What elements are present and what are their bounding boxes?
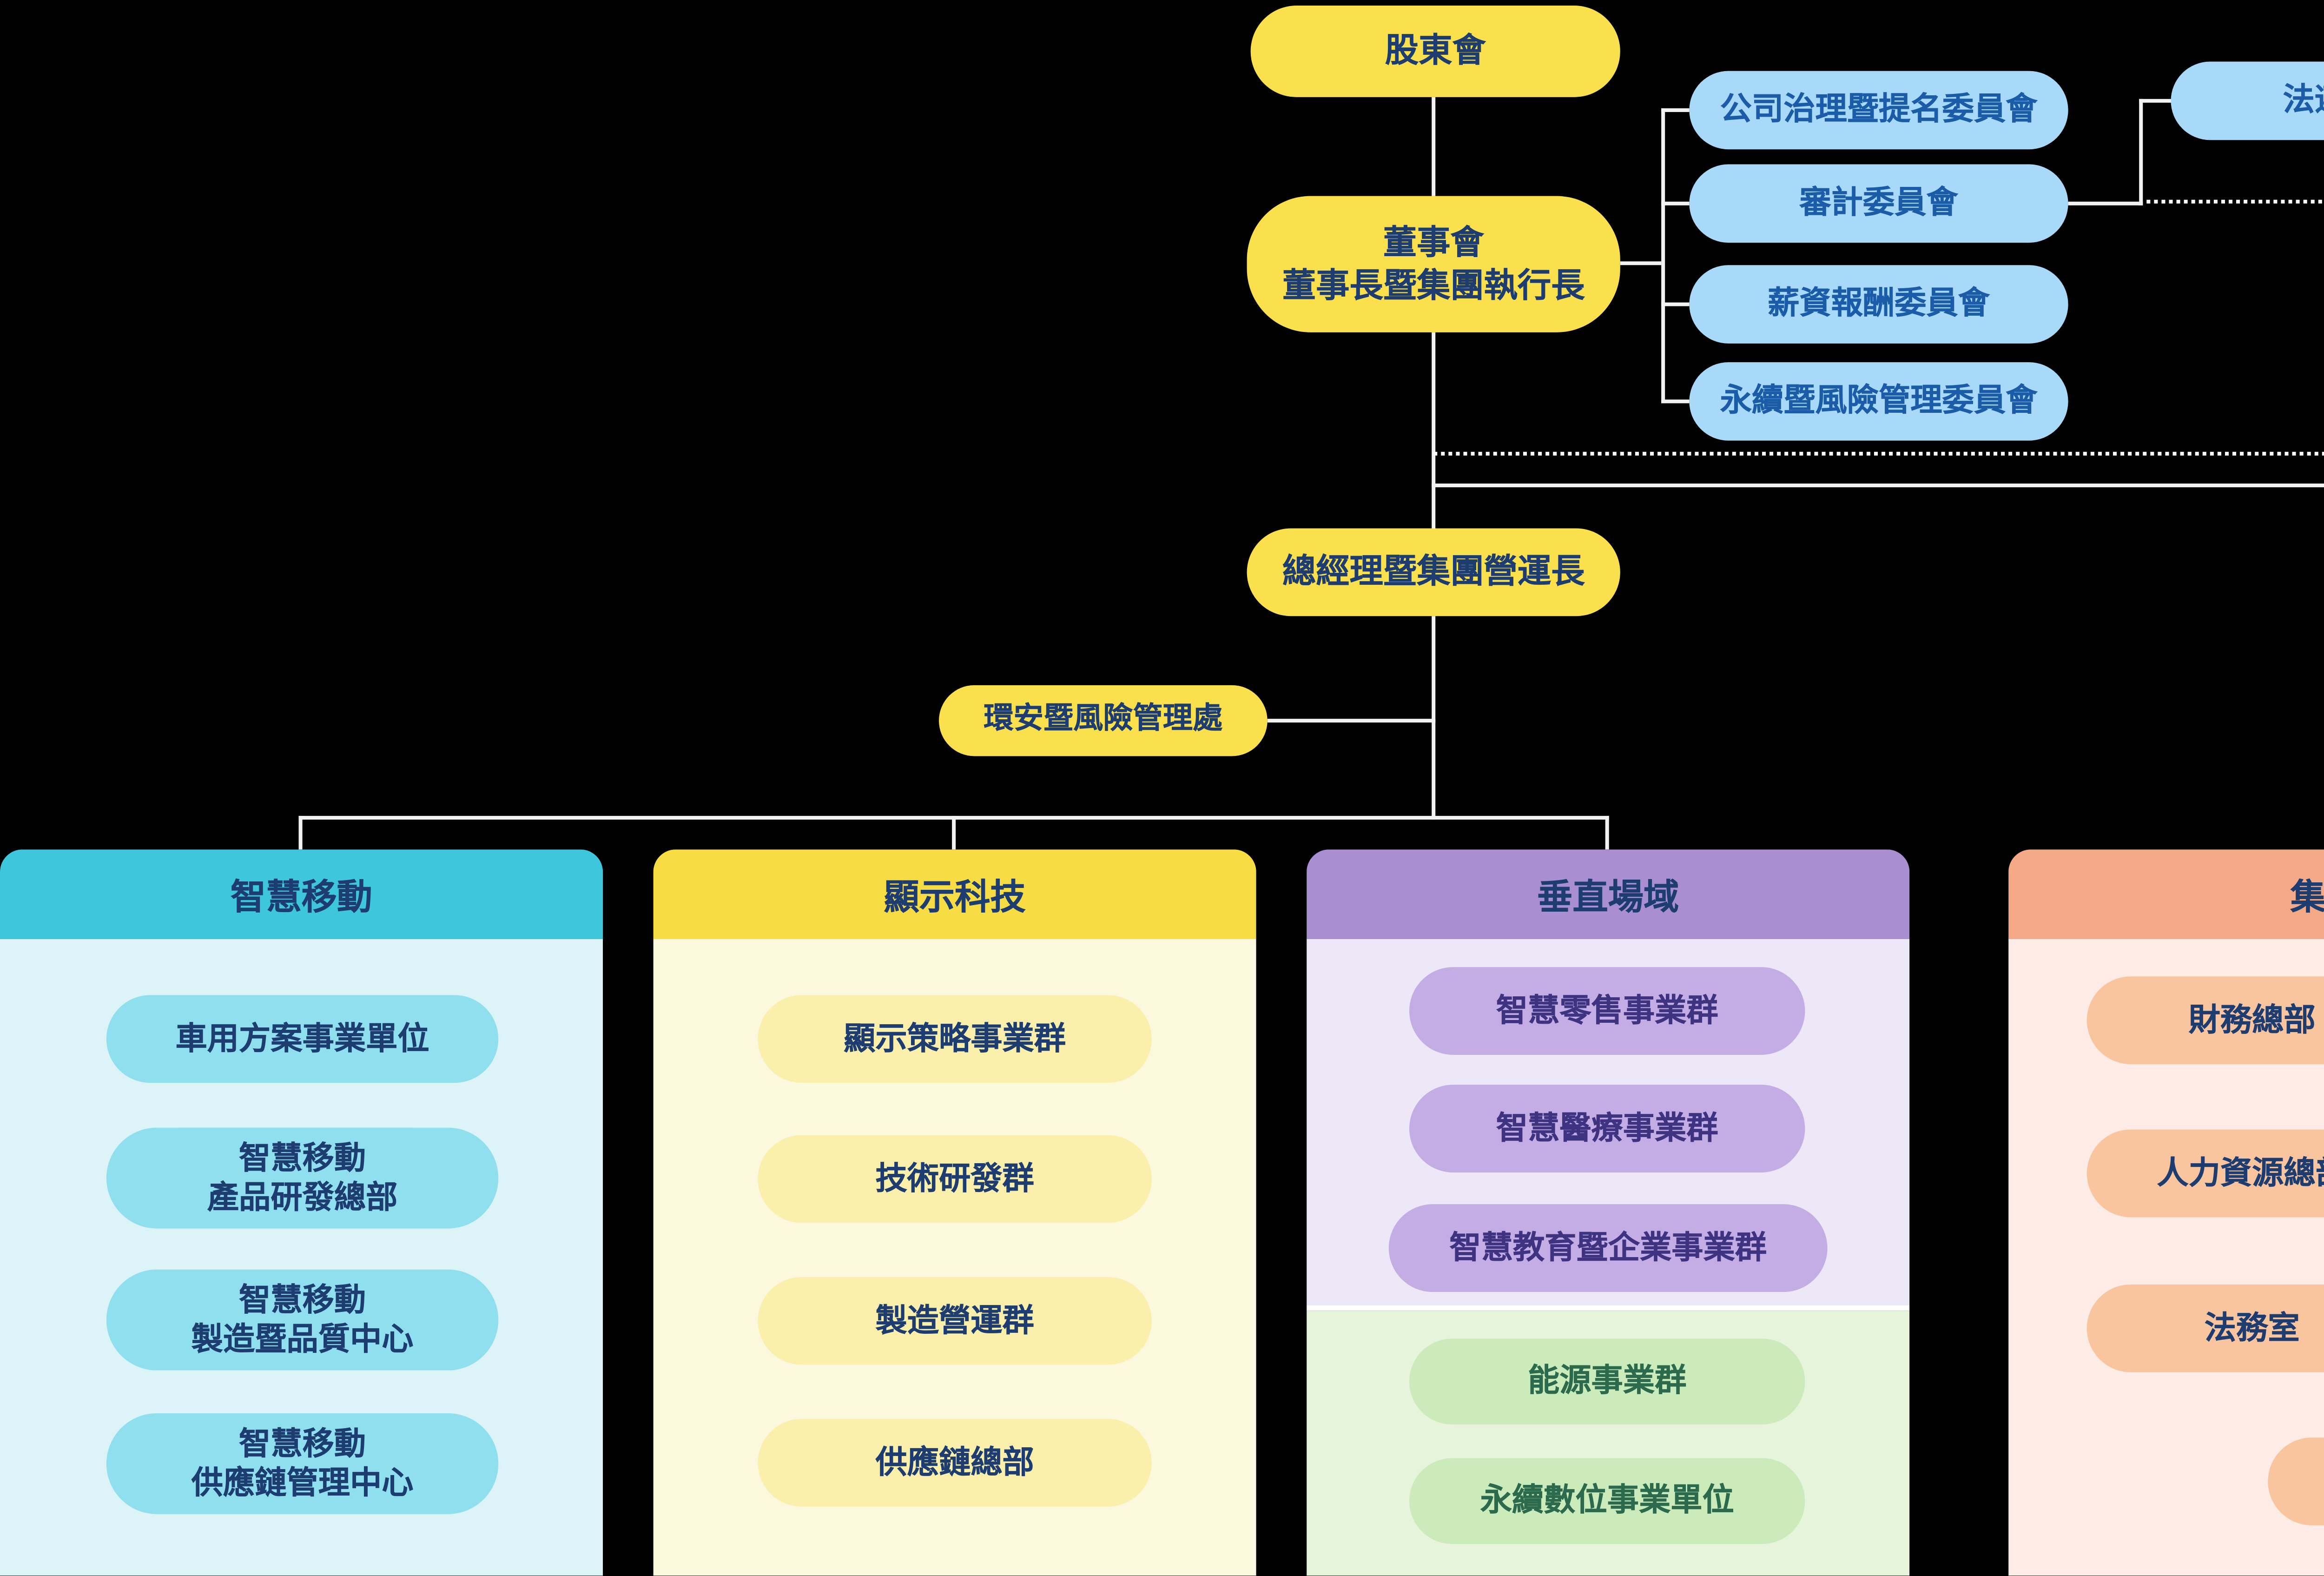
unit-smart-medical: 智慧醫療事業群: [1409, 1085, 1805, 1172]
connector-audit-compliance-v: [2139, 99, 2143, 205]
ehs-risk-node: 環安暨風險管理處: [938, 685, 1268, 756]
connector-committee-3-stub: [1661, 302, 1690, 306]
committee-audit-node: 審計委員會: [1689, 164, 2068, 243]
display-tech-header: 顯示科技: [653, 849, 1256, 939]
unit-display-strategy: 顯示策略事業群: [758, 995, 1152, 1083]
connector-drop-vertical-fields: [1605, 815, 1609, 850]
unit-hr-hq: 人力資源總部: [2086, 1129, 2324, 1218]
division-display-tech: 顯示科技 顯示策略事業群 技術研發群 製造營運群 供應鏈總部: [653, 849, 1256, 1576]
connector-ehs-branch: [1267, 719, 1436, 723]
vertical-fields-header: 垂直場域: [1307, 849, 1910, 939]
connector-board-bracket: [1620, 261, 1662, 265]
unit-sm-supply-chain: 智慧移動 供應鏈管理中心: [106, 1413, 499, 1514]
unit-finance-hq: 財務總部: [2086, 976, 2324, 1065]
connector-committee-4-stub: [1661, 399, 1690, 404]
connector-committee-bracket: [1661, 108, 1665, 404]
board-node: 董事會 董事長暨集團執行長: [1247, 196, 1620, 332]
unit-smart-education-enterprise: 智慧教育暨企業事業群: [1388, 1204, 1828, 1292]
dotted-audit-right: [2146, 199, 2324, 204]
connector-president-down: [1432, 616, 1436, 820]
connector-audit-compliance-h2: [2139, 99, 2175, 103]
smart-mobility-header: 智慧移動: [0, 849, 603, 939]
division-vertical-fields: 垂直場域 智慧零售事業群 智慧醫療事業群 智慧教育暨企業事業群 能源事業群 永續…: [1307, 849, 1910, 1576]
committee-compensation-node: 薪資報酬委員會: [1689, 265, 2068, 344]
vertical-fields-divider: [1307, 1305, 1910, 1311]
connector-board-president: [1432, 332, 1436, 529]
unit-sm-product-rd: 智慧移動 產品研發總部: [106, 1127, 499, 1229]
group-support-header: 集團營運支援單位: [2008, 849, 2324, 939]
unit-automotive-solutions: 車用方案事業單位: [106, 995, 499, 1083]
unit-supply-chain-hq: 供應鏈總部: [758, 1419, 1152, 1507]
unit-mfg-operations: 製造營運群: [758, 1277, 1152, 1365]
connector-audit-compliance-h1: [2068, 201, 2143, 205]
unit-energy: 能源事業群: [1409, 1338, 1805, 1425]
chief-compliance-node: 法遵總顧問: [2171, 61, 2324, 140]
division-smart-mobility: 智慧移動 車用方案事業單位 智慧移動 產品研發總部 智慧移動 製造暨品質中心 智…: [0, 849, 603, 1576]
president-node: 總經理暨集團營運長: [1247, 528, 1620, 616]
connector-support-horizontal: [1432, 483, 2324, 488]
unit-sustainable-digital: 永續數位事業單位: [1409, 1458, 1805, 1544]
unit-tech-rd: 技術研發群: [758, 1135, 1152, 1223]
unit-sm-mfg-quality: 智慧移動 製造暨品質中心: [106, 1269, 499, 1371]
shareholders-node: 股東會: [1250, 6, 1620, 97]
connector-drop-display-tech: [952, 815, 956, 850]
committee-governance-nomination-node: 公司治理暨提名委員會: [1689, 71, 2068, 150]
division-group-support: 集團營運支援單位 財務總部 數位技術發展總部 人力資源總部 永續發展總部 法務室…: [2008, 849, 2324, 1576]
dotted-compliance-to-mainline: [1433, 451, 2324, 456]
unit-smart-retail: 智慧零售事業群: [1409, 967, 1805, 1055]
connector-drop-smart-mobility: [298, 815, 303, 850]
connector-committee-2-stub: [1661, 201, 1690, 205]
committee-esg-risk-node: 永續暨風險管理委員會: [1689, 362, 2068, 441]
connector-committee-1-stub: [1661, 108, 1690, 112]
connector-shareholders-board: [1432, 97, 1436, 196]
unit-legal-office: 法務室: [2086, 1284, 2324, 1372]
